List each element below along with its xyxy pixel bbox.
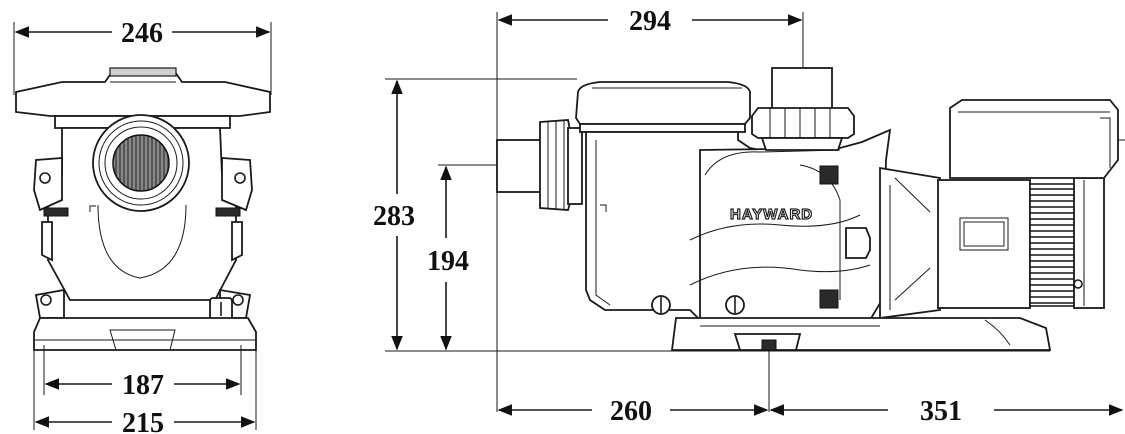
- side-length-294-label: 294: [629, 6, 671, 37]
- front-base-inner-187-label: 187: [122, 370, 164, 401]
- front-width-246-label: 246: [121, 18, 163, 49]
- side-front-length-260-label: 260: [610, 396, 652, 427]
- front-view: [13, 22, 272, 430]
- side-inlet-height-194-label: 194: [427, 246, 469, 277]
- hayward-logo-text: HAYWARD: [730, 206, 813, 223]
- side-rear-length-351-label: 351: [920, 396, 962, 427]
- side-height-283-label: 283: [373, 201, 415, 232]
- side-view: HAYWARD: [385, 12, 1125, 416]
- front-base-outer-215-label: 215: [122, 408, 164, 434]
